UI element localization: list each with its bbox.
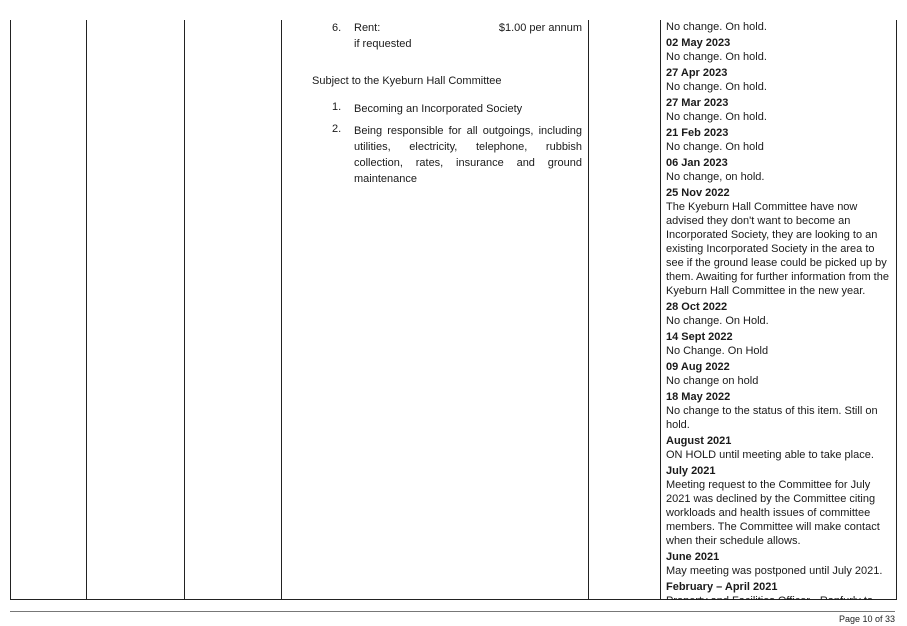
page-number: Page 10 of 33 — [838, 614, 895, 624]
update-date: July 2021 — [666, 465, 716, 477]
update-text: No change. On hold. — [666, 81, 767, 93]
update-text: Property and Facilities Officer - Ranfur… — [666, 594, 894, 600]
rent-amount: $1.00 per annum — [498, 22, 582, 34]
update-date: 02 May 2023 — [666, 37, 731, 49]
table-column-divider — [281, 20, 282, 600]
subject-heading: Subject to the Kyeburn Hall Committee — [312, 75, 502, 87]
update-entry: No change. On hold. — [666, 20, 894, 34]
update-text: No change, on hold. — [666, 171, 765, 183]
update-date: 09 Aug 2022 — [666, 361, 730, 373]
update-entry: 02 May 2023 No change. On hold. — [666, 36, 894, 64]
update-entry: 21 Feb 2023 No change. On hold — [666, 126, 894, 154]
update-text: No change on hold — [666, 375, 759, 387]
condition-number: 2. — [332, 123, 342, 135]
update-entry: 27 Apr 2023 No change. On hold. — [666, 66, 894, 94]
table-column-divider — [588, 20, 589, 600]
update-text: ON HOLD until meeting able to take place… — [666, 449, 874, 461]
update-date: 25 Nov 2022 — [666, 187, 730, 199]
update-date: 21 Feb 2023 — [666, 127, 729, 139]
update-text: No change. On hold. — [666, 51, 767, 63]
update-date: August 2021 — [666, 435, 732, 447]
update-entry: 06 Jan 2023 No change, on hold. — [666, 156, 894, 184]
update-text: The Kyeburn Hall Committee have now advi… — [666, 201, 889, 297]
update-date: 27 Apr 2023 — [666, 67, 728, 79]
rent-label: Rent: — [354, 22, 381, 34]
update-entry: 18 May 2022 No change to the status of th… — [666, 390, 894, 432]
condition-text: Being responsible for all outgoings, inc… — [354, 125, 582, 185]
status-updates-cell: No change. On hold. 02 May 2023 No change.… — [666, 20, 894, 600]
condition-number: 1. — [332, 101, 342, 113]
update-text: No change. On hold — [666, 141, 764, 153]
update-date: 14 Sept 2022 — [666, 331, 733, 343]
condition-text: Becoming an Incorporated Society — [354, 103, 523, 115]
update-entry: August 2021 ON HOLD until meeting able to… — [666, 434, 894, 462]
update-text: No Change. On Hold — [666, 345, 769, 357]
update-entry: 14 Sept 2022 No Change. On Hold — [666, 330, 894, 358]
update-entry: 27 Mar 2023 No change. On hold. — [666, 96, 894, 124]
rent-number: 6. — [332, 22, 342, 34]
table-column-divider — [184, 20, 185, 600]
table-column-divider — [660, 20, 661, 600]
update-text: No change. On Hold. — [666, 315, 769, 327]
update-date: 27 Mar 2023 — [666, 97, 729, 109]
update-date: 28 Oct 2022 — [666, 301, 728, 313]
update-date: February – April 2021 — [666, 581, 778, 593]
update-date: 06 Jan 2023 — [666, 157, 728, 169]
table-column-divider — [86, 20, 87, 600]
update-date: June 2021 — [666, 551, 720, 563]
update-text: No change. On hold. — [666, 21, 767, 33]
update-entry: February – April 2021Property and Facili… — [666, 580, 894, 600]
rent-sub: if requested — [354, 38, 412, 50]
update-date: 18 May 2022 — [666, 391, 731, 403]
update-entry: 09 Aug 2022 No change on hold — [666, 360, 894, 388]
update-text: May meeting was postponed until July 202… — [666, 565, 883, 577]
update-text: No change to the status of this item. St… — [666, 405, 878, 431]
document-table — [10, 20, 897, 600]
update-text: Meeting request to the Committee for Jul… — [666, 479, 880, 547]
update-text: No change. On hold. — [666, 111, 767, 123]
update-entry: 28 Oct 2022 No change. On Hold. — [666, 300, 894, 328]
footer-divider — [10, 611, 895, 612]
